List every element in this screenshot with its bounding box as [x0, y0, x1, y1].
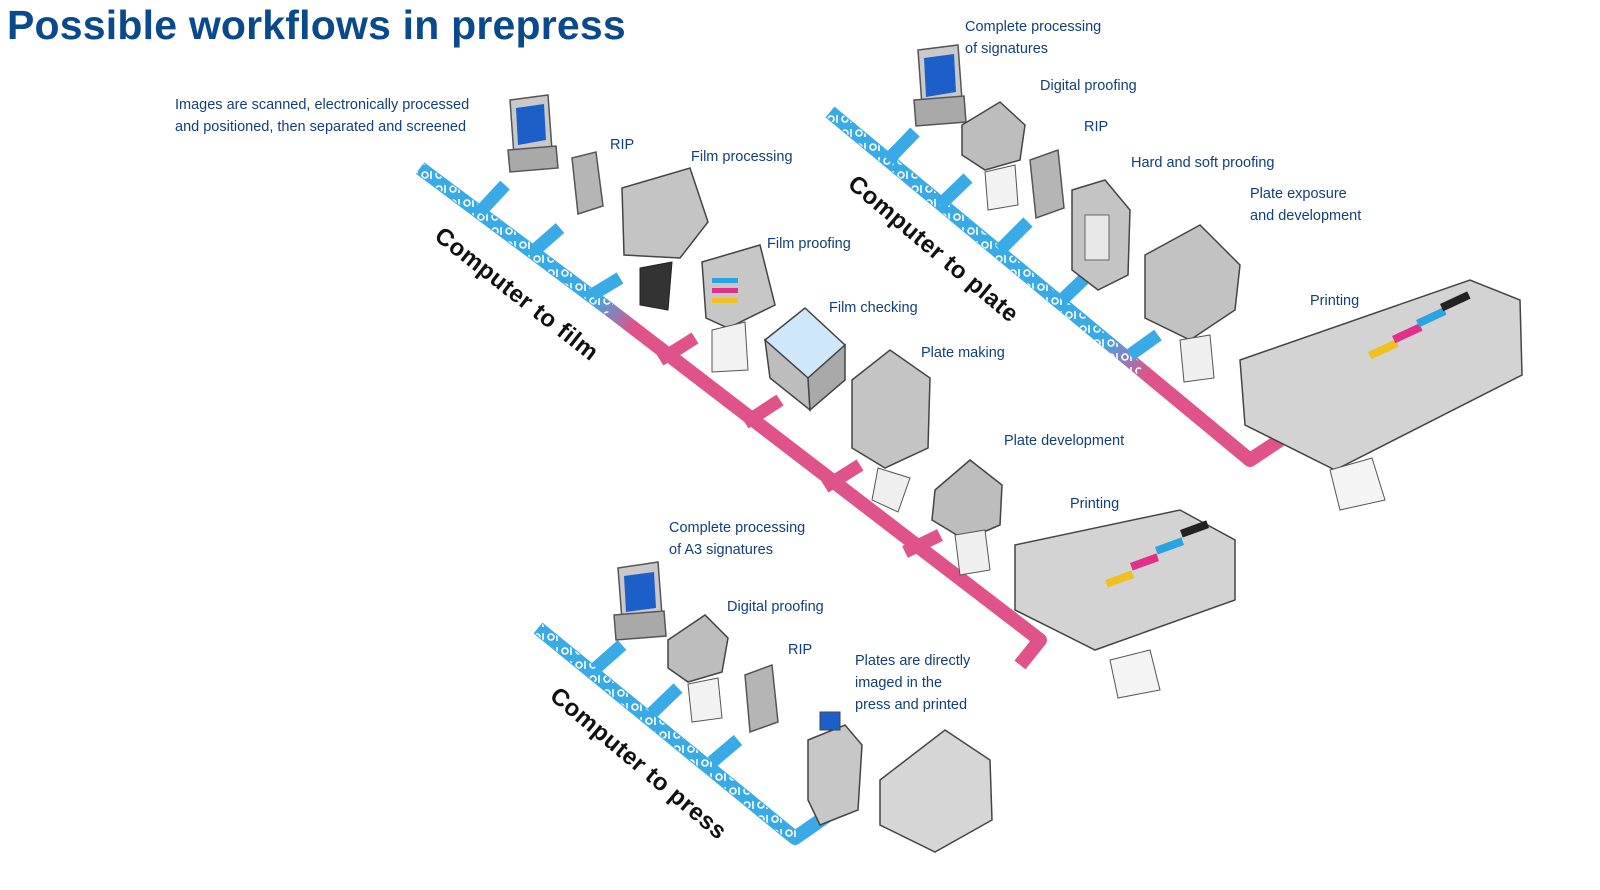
- plate-making-label: Plate making: [921, 345, 1005, 361]
- press-route-line: [533, 622, 833, 845]
- hard-soft-proofing-label: Hard and soft proofing: [1131, 155, 1275, 171]
- film-route-line: [415, 162, 1047, 670]
- plate-printing-label: Printing: [1310, 293, 1360, 309]
- scan-label: Images are scanned, electronically proce…: [175, 97, 470, 135]
- press-rip-label: RIP: [788, 642, 813, 658]
- page-title: Possible workflows in prepress: [7, 2, 626, 48]
- film-printing-label: Printing: [1070, 496, 1120, 512]
- workstation-icon: [507, 94, 559, 173]
- processor-icon: [621, 167, 709, 311]
- film-rip-label: RIP: [610, 137, 635, 153]
- film-proofing-label: Film proofing: [767, 236, 851, 252]
- rip-server-icon: [571, 151, 604, 215]
- light-table-icon: [763, 307, 847, 412]
- rip-server-icon: [744, 663, 779, 734]
- plate-exposure-label: Plate exposure and development: [1250, 186, 1362, 224]
- proofer-icon: [667, 614, 729, 723]
- proofer-icon: [701, 244, 776, 373]
- plate-rip-label: RIP: [1084, 119, 1109, 135]
- plate-route-line: [825, 106, 1284, 467]
- plates-direct-label: Plates are directly imaged in the press …: [855, 653, 971, 713]
- plate-complete-label: Complete processing of signatures: [965, 19, 1102, 57]
- film-checking-label: Film checking: [829, 300, 918, 316]
- workstation-icon: [913, 44, 967, 127]
- plate-development-label: Plate development: [1004, 433, 1125, 449]
- proofer-icon: [1071, 179, 1131, 291]
- film-processing-label: Film processing: [691, 149, 793, 165]
- plate-digital-proofing-label: Digital proofing: [1040, 78, 1137, 94]
- plate-processor-icon: [931, 459, 1003, 576]
- rip-server-icon: [1029, 148, 1065, 220]
- workstation-icon: [613, 561, 667, 641]
- direct-imaging-press-icon: [807, 711, 993, 853]
- printing-press-icon: [1014, 509, 1236, 699]
- press-digital-proofing-label: Digital proofing: [727, 599, 824, 615]
- press-complete-label: Complete processing of A3 signatures: [669, 520, 806, 558]
- platesetter-icon: [851, 349, 931, 513]
- printing-press-icon: [1239, 279, 1523, 511]
- proofer-icon: [961, 101, 1026, 211]
- platesetter-icon: [1144, 224, 1241, 383]
